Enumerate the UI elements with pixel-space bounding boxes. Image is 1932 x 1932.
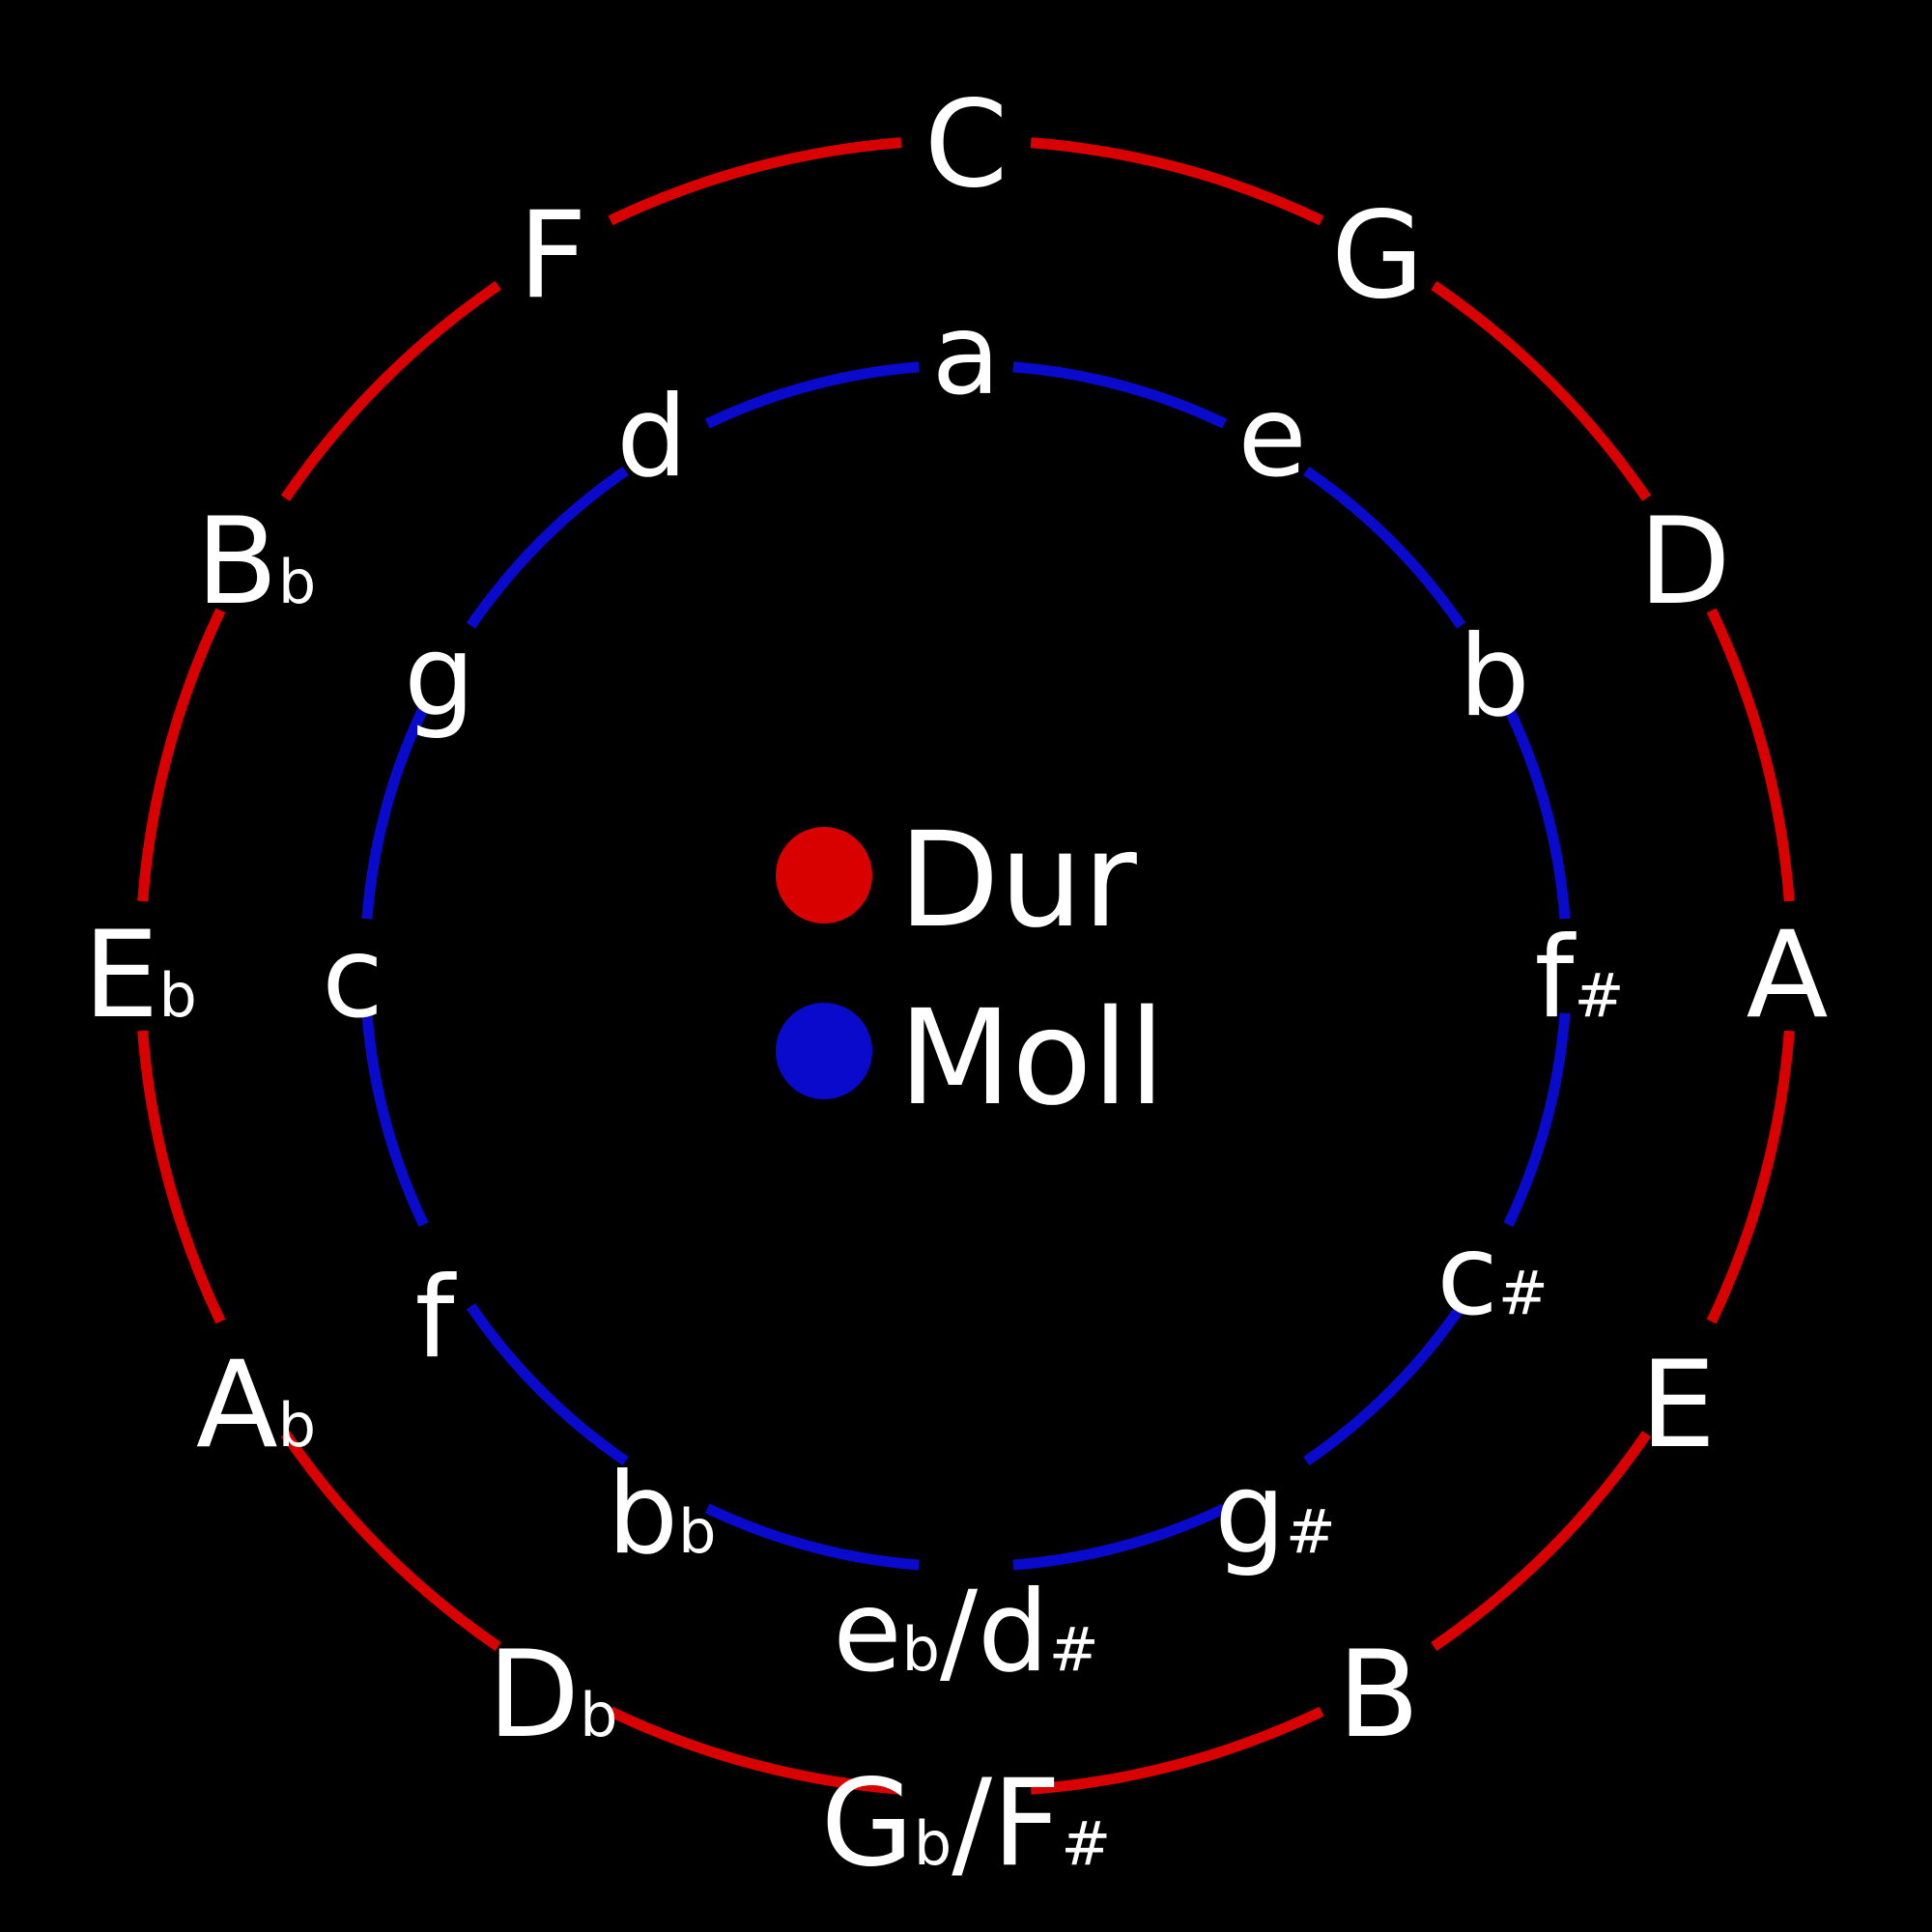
accidental: # [1286, 1496, 1336, 1567]
minor-legend-label: Moll [898, 982, 1165, 1135]
note-letter: E [83, 906, 158, 1045]
minor-key-label-0: a [931, 290, 1000, 420]
major-legend-label: Dur [898, 805, 1137, 957]
minor-ring-arc [1303, 1303, 1466, 1466]
accidental: b [278, 547, 316, 617]
minor-key-label-2: b [1459, 611, 1530, 742]
note-letter: G [1331, 186, 1424, 326]
note-letter: c [1436, 1210, 1498, 1341]
note-letter: / [940, 1567, 979, 1697]
accidental: # [1498, 1258, 1548, 1328]
major-key-label-2: D [1638, 493, 1730, 632]
legend: Dur Moll [776, 805, 1165, 1135]
major-key-label-8: Ab [196, 1336, 316, 1475]
major-key-label-0: C [924, 75, 1009, 214]
major-key-label-9: Eb [83, 906, 197, 1045]
note-letter: G [821, 1754, 914, 1893]
major-ring-arc [280, 280, 501, 501]
note-letter: a [931, 290, 1000, 420]
major-key-label-3: A [1747, 906, 1829, 1045]
note-letter: D [1638, 493, 1730, 632]
minor-ring-arc [466, 466, 629, 629]
note-letter: E [1640, 1336, 1716, 1475]
major-ring-arc [280, 1431, 501, 1652]
minor-ring-arc [1012, 1503, 1228, 1571]
major-key-label-4: E [1640, 1336, 1716, 1475]
note-letter: / [952, 1754, 992, 1893]
minor-ring-arc [1012, 361, 1228, 429]
major-key-label-6: Gb/F# [821, 1754, 1112, 1893]
note-letter: A [1747, 906, 1829, 1045]
minor-ring [361, 361, 1571, 1571]
note-letter: B [1337, 1626, 1419, 1765]
minor-key-label-3: f# [1535, 913, 1625, 1043]
accidental: # [1049, 1614, 1099, 1685]
note-letter: F [992, 1754, 1061, 1893]
accidental: b [159, 960, 197, 1031]
note-letter: b [608, 1449, 679, 1579]
major-ring-arc [1030, 137, 1324, 226]
accidental: b [580, 1680, 617, 1750]
note-letter: F [518, 186, 586, 326]
major-ring-arc [1706, 1030, 1795, 1324]
note-letter: d [616, 372, 688, 502]
major-ring-arc [1431, 280, 1652, 501]
major-key-label-11: F [518, 186, 586, 326]
minor-ring-arc [1503, 1012, 1571, 1228]
minor-legend-dot [776, 1003, 872, 1099]
minor-key-label-1: e [1237, 372, 1306, 502]
note-letter: C [924, 75, 1009, 214]
accidental: # [1061, 1808, 1111, 1879]
minor-key-label-5: g# [1214, 1449, 1336, 1579]
minor-key-label-6: eb/d# [833, 1567, 1098, 1697]
major-legend-dot [776, 827, 872, 923]
note-letter: c [322, 913, 384, 1043]
major-ring-arc [137, 1030, 226, 1324]
note-letter: b [1459, 611, 1530, 742]
major-ring [137, 137, 1795, 1795]
major-ring-arc [608, 1706, 902, 1795]
minor-ring-arc [1303, 466, 1466, 629]
minor-key-label-10: g [404, 611, 475, 742]
major-ring-arc [1706, 608, 1795, 902]
note-letter: f [1535, 913, 1577, 1043]
note-letter: A [196, 1336, 278, 1475]
major-key-label-1: G [1331, 186, 1424, 326]
note-letter: g [1214, 1449, 1286, 1579]
major-ring-arc [1030, 1706, 1324, 1795]
minor-ring-arc [704, 1503, 920, 1571]
major-ring-arc [137, 608, 226, 902]
note-letter: f [415, 1253, 458, 1383]
minor-key-label-9: c [322, 913, 384, 1043]
accidental: # [1574, 960, 1624, 1031]
accidental: b [678, 1496, 716, 1567]
major-ring-arc [1431, 1431, 1652, 1652]
note-letter: B [196, 493, 278, 632]
major-key-label-5: B [1337, 1626, 1419, 1765]
accidental: b [278, 1390, 316, 1461]
minor-ring-arc [466, 1303, 629, 1466]
minor-ring-arc [361, 1012, 429, 1228]
major-ring-arc [608, 137, 902, 226]
minor-key-label-7: bb [608, 1449, 717, 1579]
minor-ring-arc [361, 704, 429, 920]
minor-ring-arc [1503, 704, 1571, 920]
accidental: b [914, 1808, 952, 1879]
minor-key-label-4: c# [1436, 1210, 1548, 1341]
major-key-label-10: Bb [196, 493, 316, 632]
accidental: b [902, 1614, 940, 1685]
note-letter: d [978, 1567, 1049, 1697]
minor-key-label-11: d [616, 372, 688, 502]
minor-ring-arc [704, 361, 920, 429]
note-letter: e [1237, 372, 1306, 502]
note-letter: e [833, 1567, 901, 1697]
note-letter: g [404, 611, 475, 742]
minor-key-label-8: f [415, 1253, 458, 1383]
note-letter: D [488, 1626, 580, 1765]
major-key-label-7: Db [488, 1626, 618, 1765]
